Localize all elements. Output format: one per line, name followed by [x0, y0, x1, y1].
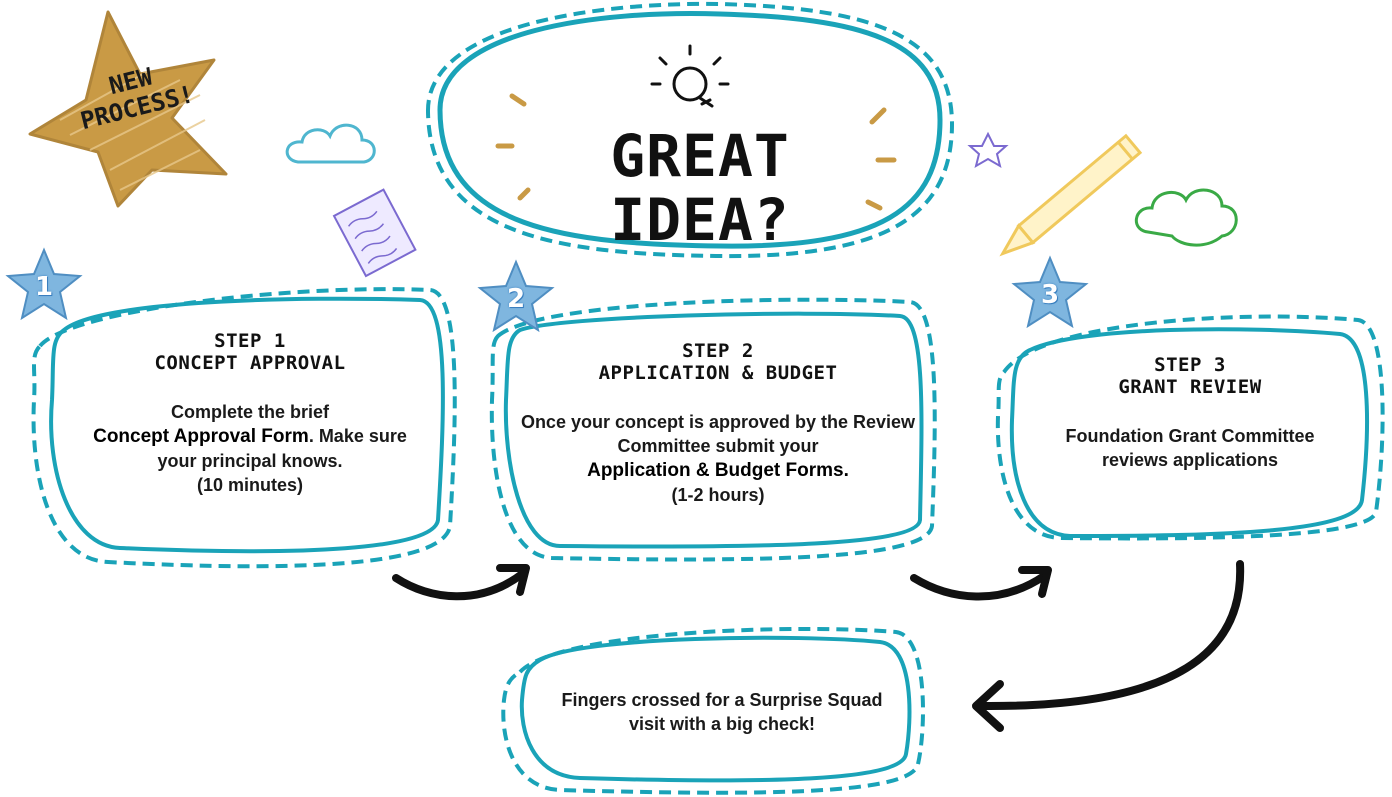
- step-1-duration: (10 minutes): [196, 475, 304, 495]
- step-1-body: Complete the brief Concept Approval Form…: [78, 400, 422, 497]
- cloud-blue-icon: [285, 123, 376, 164]
- notepad-icon: [332, 188, 417, 278]
- application-budget-forms-link[interactable]: Application & Budget Forms.: [587, 460, 849, 481]
- step-2-title: STEP 2 APPLICATION & BUDGET: [520, 340, 916, 384]
- final-body: Fingers crossed for a Surprise Squad vis…: [561, 690, 883, 734]
- step-2-number: 2: [506, 284, 526, 314]
- final-content: Fingers crossed for a Surprise Squad vis…: [552, 688, 892, 736]
- new-process-star: [28, 10, 228, 208]
- concept-approval-form-link[interactable]: Concept Approval Form: [93, 426, 309, 447]
- step-1-box-dashed: [31, 287, 457, 569]
- number-star-2: [477, 259, 555, 333]
- headline: GREAT IDEA?: [610, 122, 790, 254]
- headline-blob-dashed: [425, 1, 955, 259]
- step-1-box: [49, 296, 445, 554]
- pencil-icon: [999, 133, 1143, 257]
- step-2-box-dashed: [489, 297, 937, 562]
- final-box-dashed: [501, 626, 925, 795]
- final-box: [519, 635, 912, 783]
- step-2-duration: (1-2 hours): [671, 485, 765, 505]
- step-3-title-line-1: STEP 3: [1154, 354, 1226, 376]
- step-1-number: 1: [34, 272, 54, 302]
- step-1-title: STEP 1 CONCEPT APPROVAL: [78, 330, 422, 374]
- step-3-number: 3: [1040, 280, 1060, 310]
- cloud-green-icon: [1135, 188, 1238, 247]
- number-star-1: [5, 247, 83, 321]
- step-3-title-line-2: GRANT REVIEW: [1118, 376, 1262, 398]
- arrow-step2-to-step3: [910, 566, 1052, 601]
- step-2-body-intro: Once your concept is approved by the Rev…: [520, 412, 916, 456]
- star-scribble-texture: [59, 69, 206, 191]
- step-1-title-line-1: STEP 1: [214, 330, 286, 352]
- step-3-body: Foundation Grant Committee reviews appli…: [1065, 426, 1315, 470]
- small-star-icon: [967, 131, 1009, 169]
- arrow-step3-to-final: [972, 560, 1245, 732]
- headline-blob: [437, 11, 943, 249]
- step-1-body-intro: Complete the brief: [170, 402, 330, 422]
- arrow-step1-to-step2: [392, 564, 530, 601]
- headline-sparkles: [495, 93, 897, 211]
- step-2-title-line-1: STEP 2: [682, 340, 754, 362]
- number-star-3: [1011, 255, 1089, 329]
- lightbulb-icon: [650, 44, 730, 108]
- step-1-content: STEP 1 CONCEPT APPROVAL Complete the bri…: [78, 330, 422, 497]
- step-2-title-line-2: APPLICATION & BUDGET: [598, 362, 838, 384]
- step-1-body-outro: . Make sure your principal knows.: [157, 426, 407, 471]
- step-2-body: Once your concept is approved by the Rev…: [520, 410, 916, 507]
- step-3-box: [1009, 327, 1369, 539]
- step-3-title: STEP 3 GRANT REVIEW: [1030, 354, 1350, 398]
- step-3-content: STEP 3 GRANT REVIEW Foundation Grant Com…: [1030, 354, 1350, 472]
- step-2-content: STEP 2 APPLICATION & BUDGET Once your co…: [520, 340, 916, 507]
- step-1-title-line-2: CONCEPT APPROVAL: [154, 352, 346, 374]
- step-2-box: [503, 311, 924, 549]
- step-3-box-dashed: [995, 314, 1385, 541]
